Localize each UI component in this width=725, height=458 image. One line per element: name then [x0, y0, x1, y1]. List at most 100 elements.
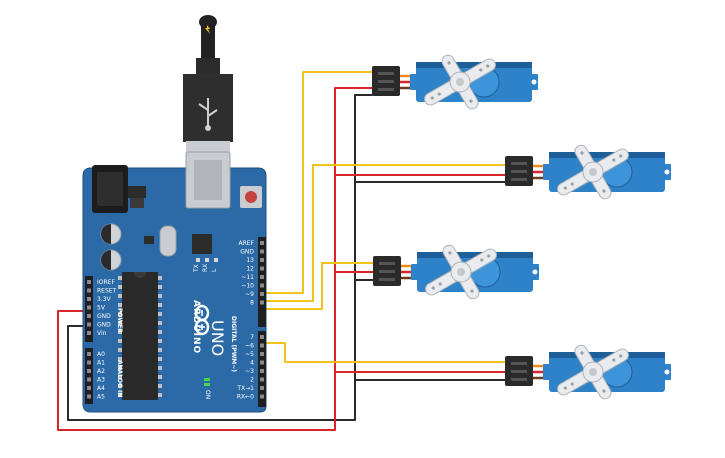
header-pin[interactable] [260, 241, 264, 245]
analog-pin-label: A1 [97, 360, 105, 367]
servo-horn-hole [612, 358, 616, 362]
header-pin[interactable] [87, 314, 91, 318]
chip-pin [158, 321, 162, 325]
analog-pin-label: A2 [97, 368, 105, 375]
header-pin[interactable] [87, 322, 91, 327]
on-led-2 [204, 383, 210, 386]
model-label: UNO [208, 320, 227, 356]
chip-notch [134, 272, 146, 278]
chip-pin [158, 276, 162, 280]
servo-horn-hole [580, 151, 584, 155]
power-pin-label: 3.3V [97, 296, 112, 303]
header-pin[interactable] [87, 352, 91, 356]
header-pin[interactable] [260, 394, 264, 399]
header-pin[interactable] [260, 369, 264, 373]
servo-horn-hole [469, 99, 473, 103]
servo-3[interactable] [373, 226, 539, 318]
wire-signal-9 [261, 262, 374, 310]
servo-horn[interactable] [411, 226, 510, 318]
usb-cable-cord [201, 20, 215, 60]
chip-pin [158, 339, 162, 343]
servo-1[interactable] [372, 36, 538, 128]
pin-labels: IOREFRESET3.3V5VGNDGNDVinA0A1A2A3A4A5ARE… [87, 240, 264, 401]
header-pin[interactable] [260, 275, 264, 279]
servo-horn-hole [487, 254, 491, 258]
servo-horn-hole [430, 96, 434, 100]
digital-pin-label: ~5 [245, 351, 254, 358]
analog-pin-label: A4 [97, 385, 105, 392]
header-pin[interactable] [260, 335, 264, 339]
usb-cable-tip [199, 15, 217, 29]
servo-horn-hole [479, 68, 483, 72]
servo-2[interactable] [505, 126, 671, 218]
usb-socket-inner [194, 160, 222, 200]
power-pin-label: 5V [97, 305, 106, 312]
header-pin[interactable] [87, 297, 91, 301]
arduino-logo-icon [194, 304, 210, 336]
header-pin[interactable] [260, 352, 264, 356]
chip-pin [158, 348, 162, 352]
servo-horn[interactable] [543, 126, 642, 218]
power-pin-label: GND [97, 322, 111, 329]
header-pin[interactable] [260, 258, 264, 262]
servo-horn-hole [486, 64, 490, 68]
digital-pin-label: 7 [250, 334, 254, 341]
chip-pin [158, 330, 162, 334]
header-pin[interactable] [87, 386, 91, 390]
servo-body-shade [549, 152, 665, 158]
header-pin[interactable] [87, 369, 91, 373]
wire-power-bus [57, 87, 506, 431]
chip-pin [158, 393, 162, 397]
header-pin[interactable] [87, 331, 91, 335]
header-pin[interactable] [260, 300, 264, 305]
servo-horn-hole [431, 286, 435, 290]
chip-pins [118, 276, 162, 397]
chip-pin [158, 294, 162, 298]
usb-cable [183, 15, 233, 155]
servo-mount-hole [532, 269, 538, 275]
header-pin[interactable] [87, 360, 91, 365]
digital-pin-label: ~6 [245, 343, 254, 350]
header-pin[interactable] [87, 305, 91, 310]
servo-horn[interactable] [543, 326, 642, 418]
header-pin[interactable] [87, 394, 91, 399]
digital-pin-label: 8 [250, 300, 254, 307]
connector-slot [378, 72, 394, 75]
servos [372, 36, 671, 418]
l-label: L [211, 268, 218, 272]
servo-horn-screw [589, 168, 597, 176]
header-pin[interactable] [87, 280, 91, 284]
digital-pin-label: ~10 [241, 283, 254, 290]
servo-horn[interactable] [410, 36, 509, 128]
chip-pin [118, 384, 122, 388]
header-pin[interactable] [260, 266, 264, 271]
chip-pin [118, 366, 122, 370]
header-pin[interactable] [260, 377, 264, 382]
brand-label: ARDUINO [191, 300, 201, 354]
header-pin[interactable] [260, 283, 264, 288]
digital-pin-label: 2 [250, 377, 254, 384]
reset-button-cap[interactable] [245, 191, 257, 203]
servo-horn-hole [619, 154, 623, 158]
l-led [214, 258, 218, 262]
header-pin[interactable] [260, 386, 264, 390]
servo-mount-tab [411, 264, 419, 280]
header-pin[interactable] [87, 377, 91, 382]
header-pin[interactable] [260, 343, 264, 348]
servo-4[interactable] [505, 326, 671, 418]
servo-horn-screw [457, 268, 465, 276]
analog-pin-label: A5 [97, 394, 105, 401]
chip-pin [118, 375, 122, 379]
header-pin[interactable] [260, 249, 264, 254]
header-pin[interactable] [87, 288, 91, 293]
usb-cable-sleeve [196, 58, 220, 78]
power-pin-label: RESET [97, 288, 117, 295]
chip-pin [118, 321, 122, 325]
header-pin[interactable] [260, 360, 264, 365]
header-pin[interactable] [260, 292, 264, 296]
rx-label: RX [202, 264, 209, 272]
usb-lightning-icon [205, 25, 210, 34]
analog-header [85, 348, 93, 404]
servo-body-shade [549, 352, 665, 358]
